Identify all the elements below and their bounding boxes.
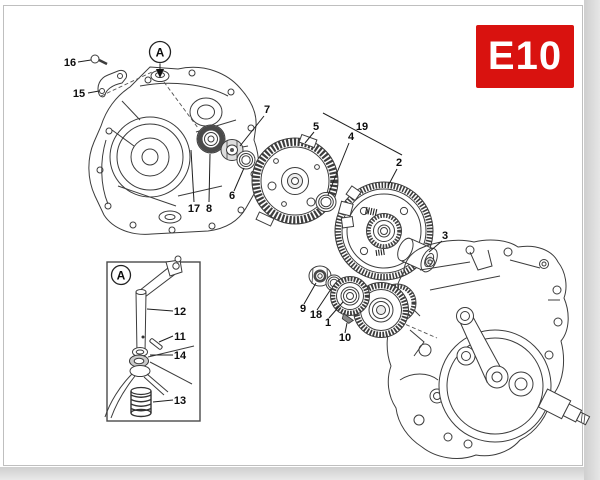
part-label-13: 13 xyxy=(174,395,186,407)
part-label-19: 19 xyxy=(356,121,368,133)
pin-part-11 xyxy=(149,338,163,350)
woodruff-key-part-10 xyxy=(341,312,355,324)
part-label-8: 8 xyxy=(206,203,212,215)
callout-a-main: A xyxy=(148,40,172,78)
case-bolt-holes xyxy=(96,69,258,234)
alignment-dash-line xyxy=(399,321,438,339)
page-edge-bottom xyxy=(0,467,584,480)
part-label-7: 7 xyxy=(264,104,270,116)
leader-lines xyxy=(77,59,443,403)
part-label-15: 15 xyxy=(73,88,85,100)
clutch-basket-part-5 xyxy=(251,133,339,227)
part-label-10: 10 xyxy=(339,332,351,344)
bolt-part-16 xyxy=(90,54,108,66)
housing-stamp-marks xyxy=(365,206,385,257)
part-label-12: 12 xyxy=(174,306,186,318)
alignment-dash-line xyxy=(100,71,153,97)
release-arm-part-12 xyxy=(135,255,183,356)
case-bolt-holes xyxy=(413,245,563,449)
spring-part-13 xyxy=(130,386,152,418)
callout-a-inset-label: A xyxy=(117,269,126,283)
page-code-badge: E10 xyxy=(476,25,574,88)
connecting-rod xyxy=(456,307,509,389)
washer-part-6 xyxy=(236,150,256,170)
bearing-part-8 xyxy=(196,124,226,154)
callout-a-inset: A xyxy=(110,264,132,286)
part-label-17: 17 xyxy=(188,203,200,215)
seal-part-14 xyxy=(129,347,149,368)
part-label-3: 3 xyxy=(442,230,448,242)
part-label-16: 16 xyxy=(64,57,76,69)
case-ribs xyxy=(399,249,560,381)
crankshaft-assembly xyxy=(438,307,591,443)
part-label-11: 11 xyxy=(174,331,186,343)
alignment-dash-line xyxy=(163,81,199,129)
part-label-2: 2 xyxy=(396,157,402,169)
bracket-part-15 xyxy=(97,70,127,98)
part-label-18: 18 xyxy=(310,309,322,321)
callout-a-main-label: A xyxy=(156,46,165,60)
inset-detail-box: A xyxy=(104,255,201,422)
part-label-9: 9 xyxy=(300,303,306,315)
part-label-5: 5 xyxy=(313,121,319,133)
washer-part-4 xyxy=(315,192,337,212)
assembly-arrow-icon xyxy=(156,69,164,78)
part-label-6: 6 xyxy=(229,190,235,202)
spacer-part-7 xyxy=(220,139,244,161)
part-label-1: 1 xyxy=(325,317,331,329)
part-label-14: 14 xyxy=(174,350,187,362)
page-edge-right xyxy=(584,0,600,480)
part-label-4: 4 xyxy=(348,131,355,143)
crankshaft-shaft-end xyxy=(537,388,591,426)
